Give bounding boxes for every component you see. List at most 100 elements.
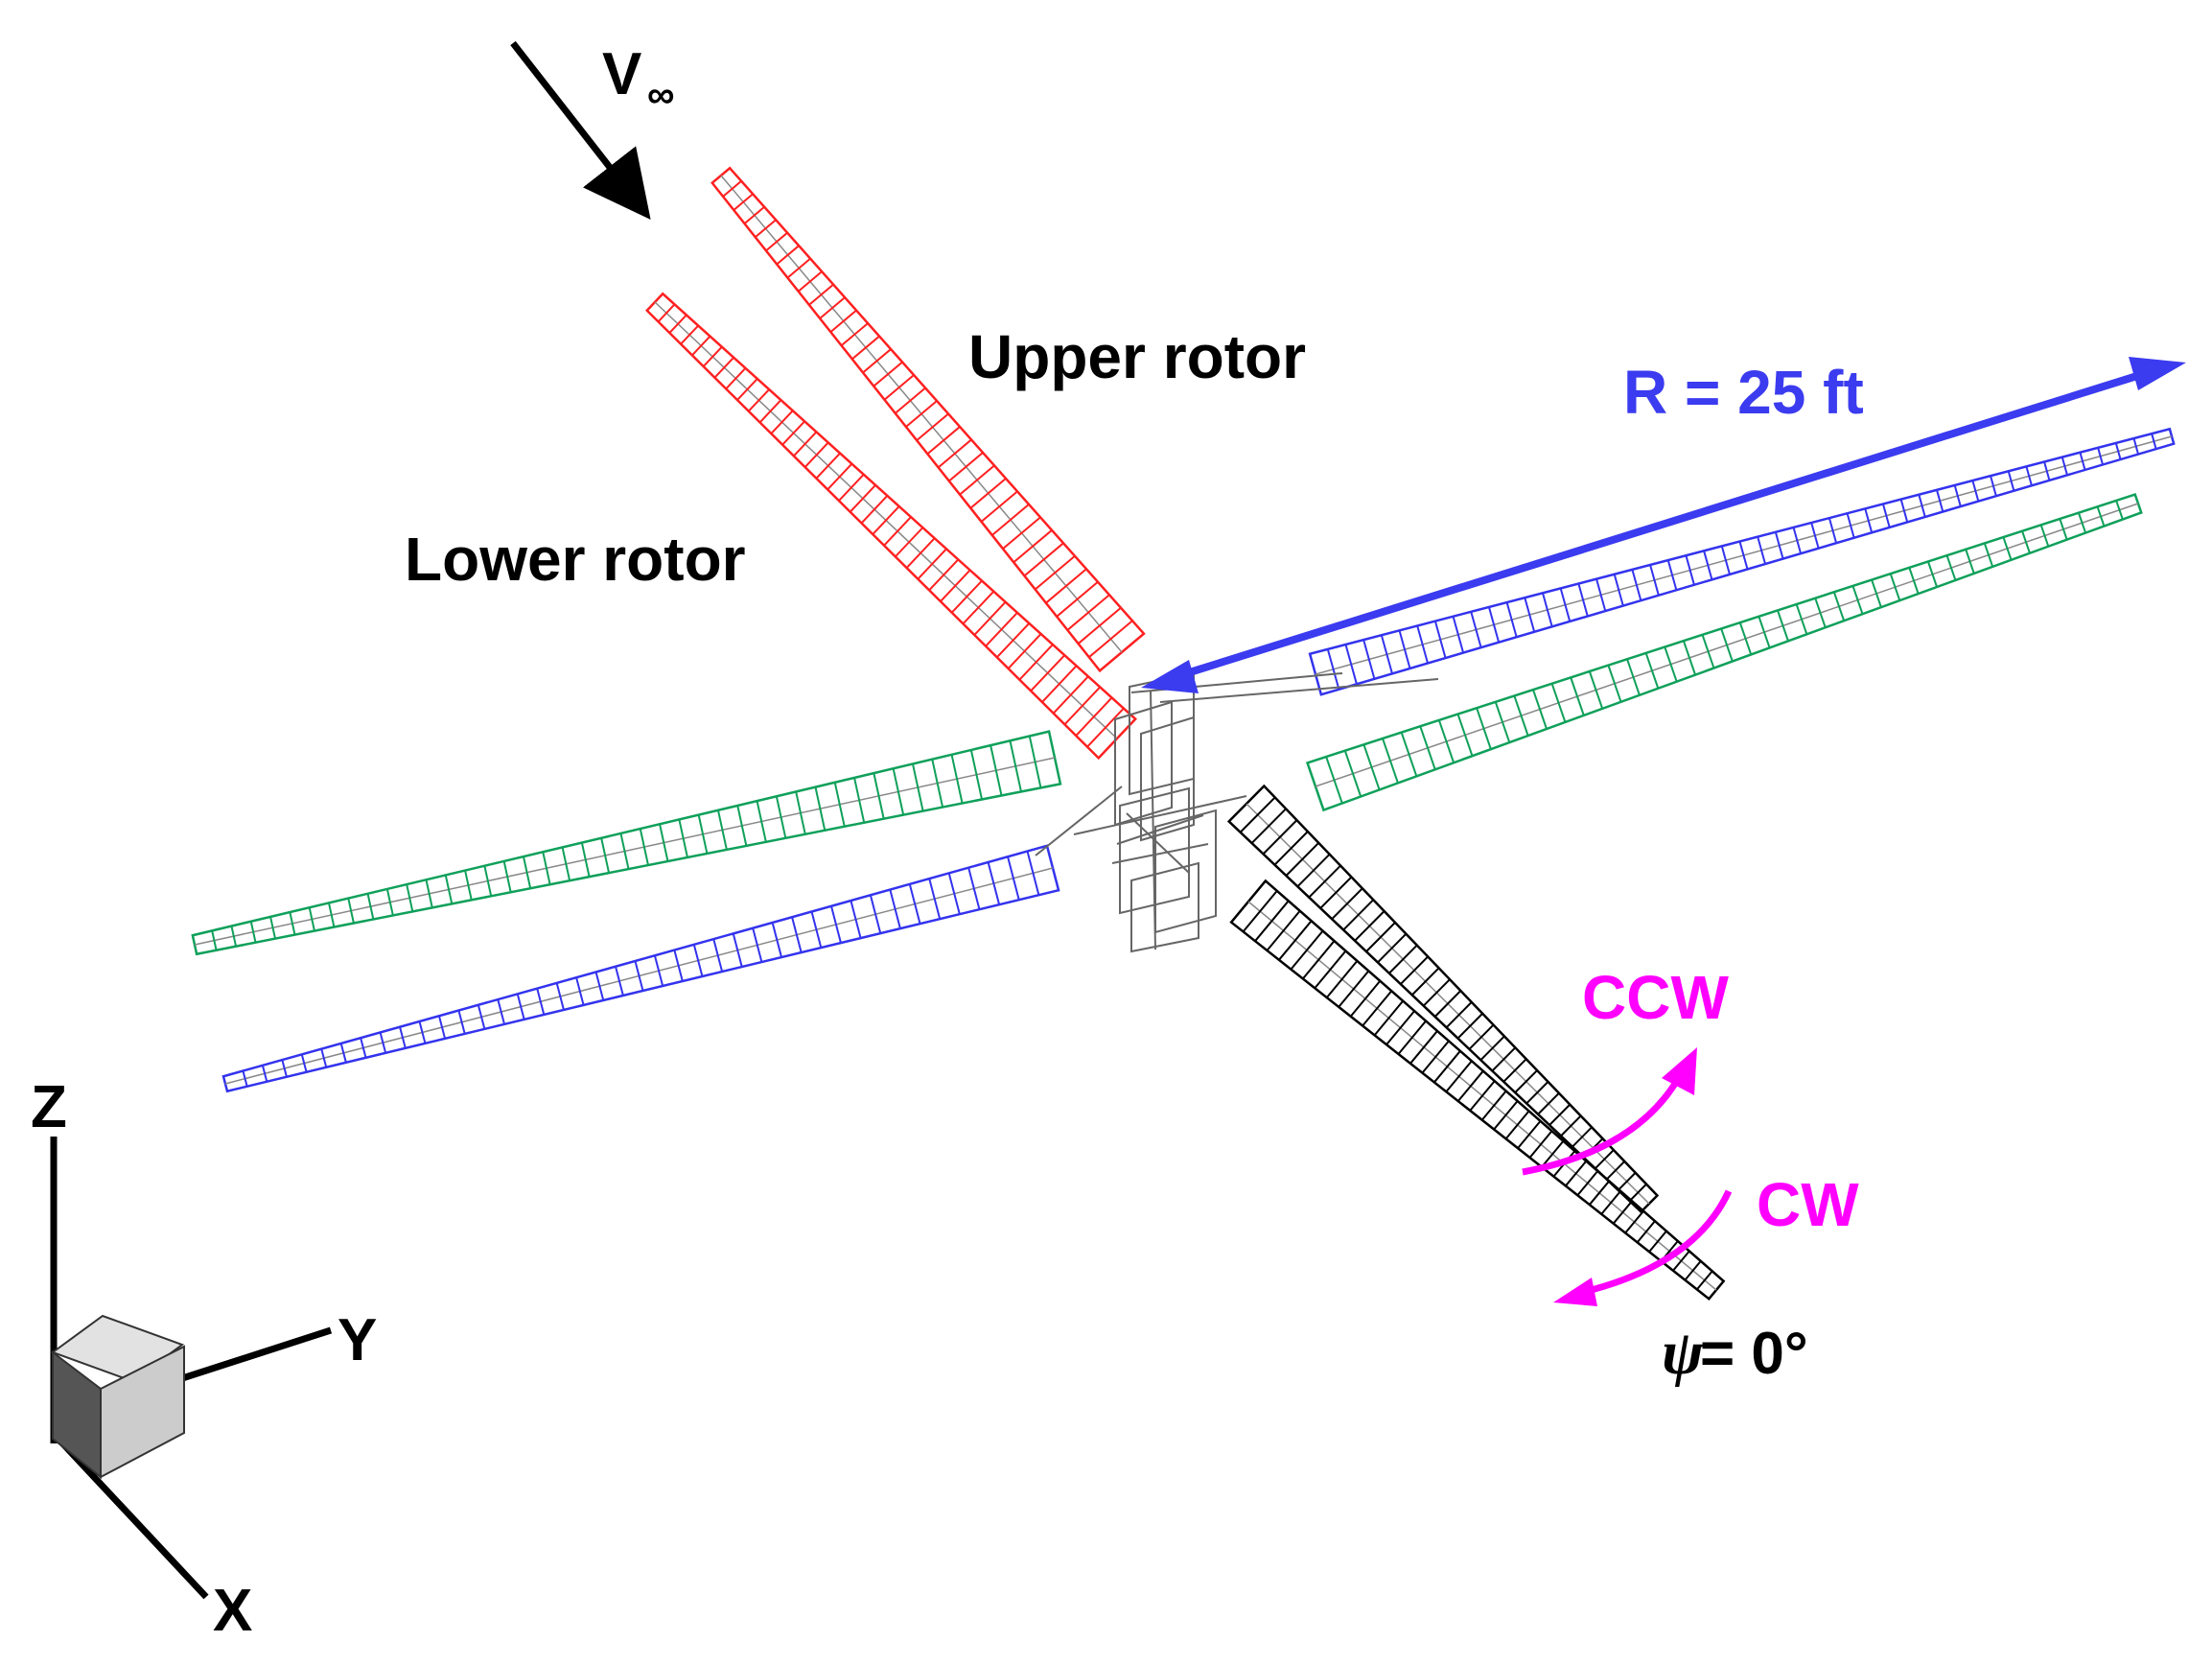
blade-rib [937,438,972,469]
blade-rib [1701,634,1715,668]
blade-rib [1007,856,1020,901]
blade-rib [1491,1046,1517,1072]
blade-rib [1613,574,1624,606]
blade-rib [522,856,532,889]
blade-rib [743,205,765,224]
blade-rib [1565,1160,1588,1187]
blade-rib [2007,470,2015,492]
blade-rib [1400,955,1429,985]
blade-rib [752,927,763,963]
blade-rib [765,231,788,252]
blade-rib [940,569,971,602]
blade-rib [1795,603,1808,635]
blade-rib [1343,750,1362,797]
blade-rib [1362,639,1376,680]
blade-rib [969,478,1007,509]
blade-rib [1965,549,1975,575]
blade-rib [1302,940,1336,980]
blade-rib [1577,583,1589,617]
blade-rib [808,283,834,306]
blade-rib [862,348,892,374]
blade-rib [1703,551,1713,580]
blade-rib [1342,899,1374,931]
freestream-symbol: V [602,41,641,107]
blade-rib [770,410,794,434]
blade-rib [1278,920,1313,961]
blade-rib [1242,890,1278,933]
blade-rib [542,852,551,885]
triad-cube-front [100,1345,185,1479]
blade-rib [1397,1020,1427,1055]
blade-rib [327,903,336,927]
blade-rib [1908,567,1920,595]
blade-rib [1626,658,1641,696]
freestream-arrow [510,40,651,221]
blade-rib [793,431,818,457]
blade-rib [615,966,624,997]
blade-rib [1066,594,1110,631]
blade-rib [1009,740,1022,792]
blade-rib [1421,1040,1450,1074]
blade-rib [736,805,748,847]
blade-rib [795,791,806,834]
blade-rib [1644,652,1660,690]
blade-rib [950,579,983,614]
blade-rib [1595,578,1607,612]
blade-rib [985,612,1018,647]
blade-rib [829,309,857,333]
blade-rib [889,889,901,929]
blade-rib [969,749,984,800]
blade-rib [1285,842,1319,877]
blade-rib [725,367,747,390]
blade-rib [2114,442,2122,460]
freestream-label: V ∞ [602,41,675,116]
blade-rib [2025,466,2033,486]
blade-rib [736,378,758,401]
blade-rib [1532,689,1548,730]
blade-rib [497,998,505,1025]
blade-rib [1990,475,1997,497]
blade-rib [712,938,724,973]
blade-rib [1636,1220,1656,1243]
blade-rib [366,893,375,920]
blade-rib [1338,970,1370,1008]
blade-rib [1664,646,1678,682]
azimuth-symbol: ψ [1662,1318,1705,1388]
blade-rib [1792,527,1803,554]
blade-rib [771,922,783,958]
blade-rib [1290,929,1324,971]
blade-rib [1505,601,1518,638]
blade-rib [1398,630,1411,669]
blade-rib [1494,701,1511,743]
blade-rib [2096,505,2106,527]
blade-rib [1738,621,1753,655]
blade-red-lower [645,292,1138,761]
blade-rib [950,754,964,804]
blade-rib [457,1010,466,1035]
blade-rib [1617,1172,1637,1191]
blade-rib [748,388,770,412]
blade-rib [1871,579,1882,608]
blade-rib [1362,990,1393,1027]
blade-rib [873,361,903,387]
blade-rib [1504,1110,1530,1139]
blade-rib [2115,500,2124,520]
blade-rib [716,809,728,851]
blade-rib [1254,900,1290,942]
blade-rib [1422,978,1451,1007]
blade-rib [962,590,995,625]
lower-rotor-label: Lower rotor [405,525,746,594]
blade-rib [1373,1000,1404,1036]
blade-rib [1452,616,1465,653]
blade-rib [320,1048,328,1068]
blade-rib [2059,518,2068,540]
blade-rib [1028,736,1042,788]
blade-rib [639,828,649,866]
blade-rib [905,537,936,569]
blade-rib [2061,457,2068,476]
blade-rib [1354,910,1385,942]
blade-rib [281,1059,288,1078]
blade-rib [1953,484,1962,507]
blade-rib [1365,922,1396,952]
blade-rib [1331,887,1363,920]
